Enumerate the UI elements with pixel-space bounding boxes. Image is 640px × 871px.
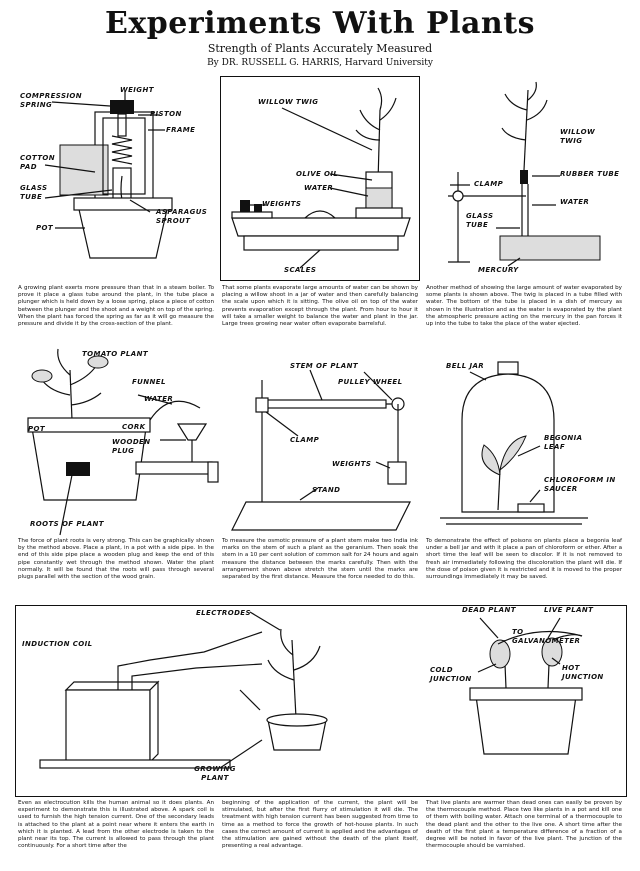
caption-electrocution-1: Even as electrocution kills the human an… bbox=[18, 800, 214, 850]
label-piston: PISTON bbox=[150, 110, 182, 118]
figure-scales-panel bbox=[220, 76, 420, 281]
label-cold-junction: COLD JUNCTION bbox=[430, 666, 472, 683]
label-bell-jar: BELL JAR bbox=[446, 362, 485, 370]
label-pot: POT bbox=[36, 224, 54, 232]
label-to-galvanometer: TO GALVANOMETER bbox=[512, 628, 581, 645]
label-cork: CORK bbox=[122, 423, 146, 431]
label-water: WATER bbox=[304, 184, 334, 192]
label-willow-twig-3: WILLOW TWIG bbox=[560, 128, 596, 145]
label-induction-coil: INDUCTION COIL bbox=[22, 640, 93, 648]
label-cotton-pad: COTTON PAD bbox=[20, 154, 56, 171]
label-rubber-tube: RUBBER TUBE bbox=[560, 170, 620, 178]
label-weights: WEIGHTS bbox=[262, 200, 302, 208]
label-asparagus-sprout: ASPARAGUS SPROUT bbox=[156, 208, 208, 225]
label-glass-tube: GLASS TUBE bbox=[20, 184, 48, 201]
label-growing-plant: GROWING PLANT bbox=[194, 765, 236, 782]
label-weights-5: WEIGHTS bbox=[332, 460, 372, 468]
label-mercury: MERCURY bbox=[478, 266, 519, 274]
label-stand: STAND bbox=[312, 486, 341, 494]
label-willow-twig: WILLOW TWIG bbox=[258, 98, 319, 106]
caption-pressure: A growing plant exerts more pressure tha… bbox=[18, 285, 214, 328]
caption-thermocouple: That live plants are warmer than dead on… bbox=[426, 800, 622, 850]
label-clamp: CLAMP bbox=[474, 180, 504, 188]
page-subtitle: Strength of Plants Accurately Measured bbox=[207, 42, 433, 55]
page-title: Experiments With Plants bbox=[105, 6, 535, 41]
label-funnel: FUNNEL bbox=[132, 378, 166, 386]
label-pulley-wheel: PULLEY WHEEL bbox=[338, 378, 403, 386]
label-roots-of-plant: ROOTS OF PLANT bbox=[30, 520, 104, 528]
label-scales: SCALES bbox=[284, 266, 317, 274]
label-stem-of-plant: STEM OF PLANT bbox=[290, 362, 359, 370]
label-dead-plant: DEAD PLANT bbox=[462, 606, 516, 614]
caption-osmotic: To measure the osmotic pressure of a pla… bbox=[222, 538, 418, 581]
label-tomato-plant: TOMATO PLANT bbox=[82, 350, 149, 358]
label-olive-oil: OLIVE OIL bbox=[296, 170, 339, 178]
label-frame: FRAME bbox=[166, 126, 196, 134]
label-hot-junction: HOT JUNCTION bbox=[562, 664, 604, 681]
label-chloroform-in-saucer: CHLOROFORM IN SAUCER bbox=[544, 476, 616, 493]
label-water-3: WATER bbox=[560, 198, 590, 206]
caption-mercury: Another method of showing the large amou… bbox=[426, 285, 622, 328]
label-compression-spring: COMPRESSION SPRING bbox=[20, 92, 83, 109]
byline: By DR. RUSSELL G. HARRIS, Harvard Univer… bbox=[207, 58, 433, 68]
label-pot-4: POT bbox=[28, 425, 46, 433]
label-wooden-plug: WOODEN PLUG bbox=[112, 438, 151, 455]
label-weight: WEIGHT bbox=[120, 86, 154, 94]
label-electrodes: ELECTRODES bbox=[196, 609, 251, 617]
caption-poison: To demonstrate the effect of poisons on … bbox=[426, 538, 622, 581]
caption-scales: That some plants evaporate large amounts… bbox=[222, 285, 418, 328]
caption-roots: The force of plant roots is very strong.… bbox=[18, 538, 214, 581]
label-clamp-5: CLAMP bbox=[290, 436, 320, 444]
label-glass-tube-3: GLASS TUBE bbox=[466, 212, 494, 229]
label-water-4: WATER bbox=[144, 395, 174, 403]
label-live-plant: LIVE PLANT bbox=[544, 606, 594, 614]
label-begonia-leaf: BEGONIA LEAF bbox=[544, 434, 583, 451]
caption-electrocution-2: beginning of the application of the curr… bbox=[222, 800, 418, 850]
